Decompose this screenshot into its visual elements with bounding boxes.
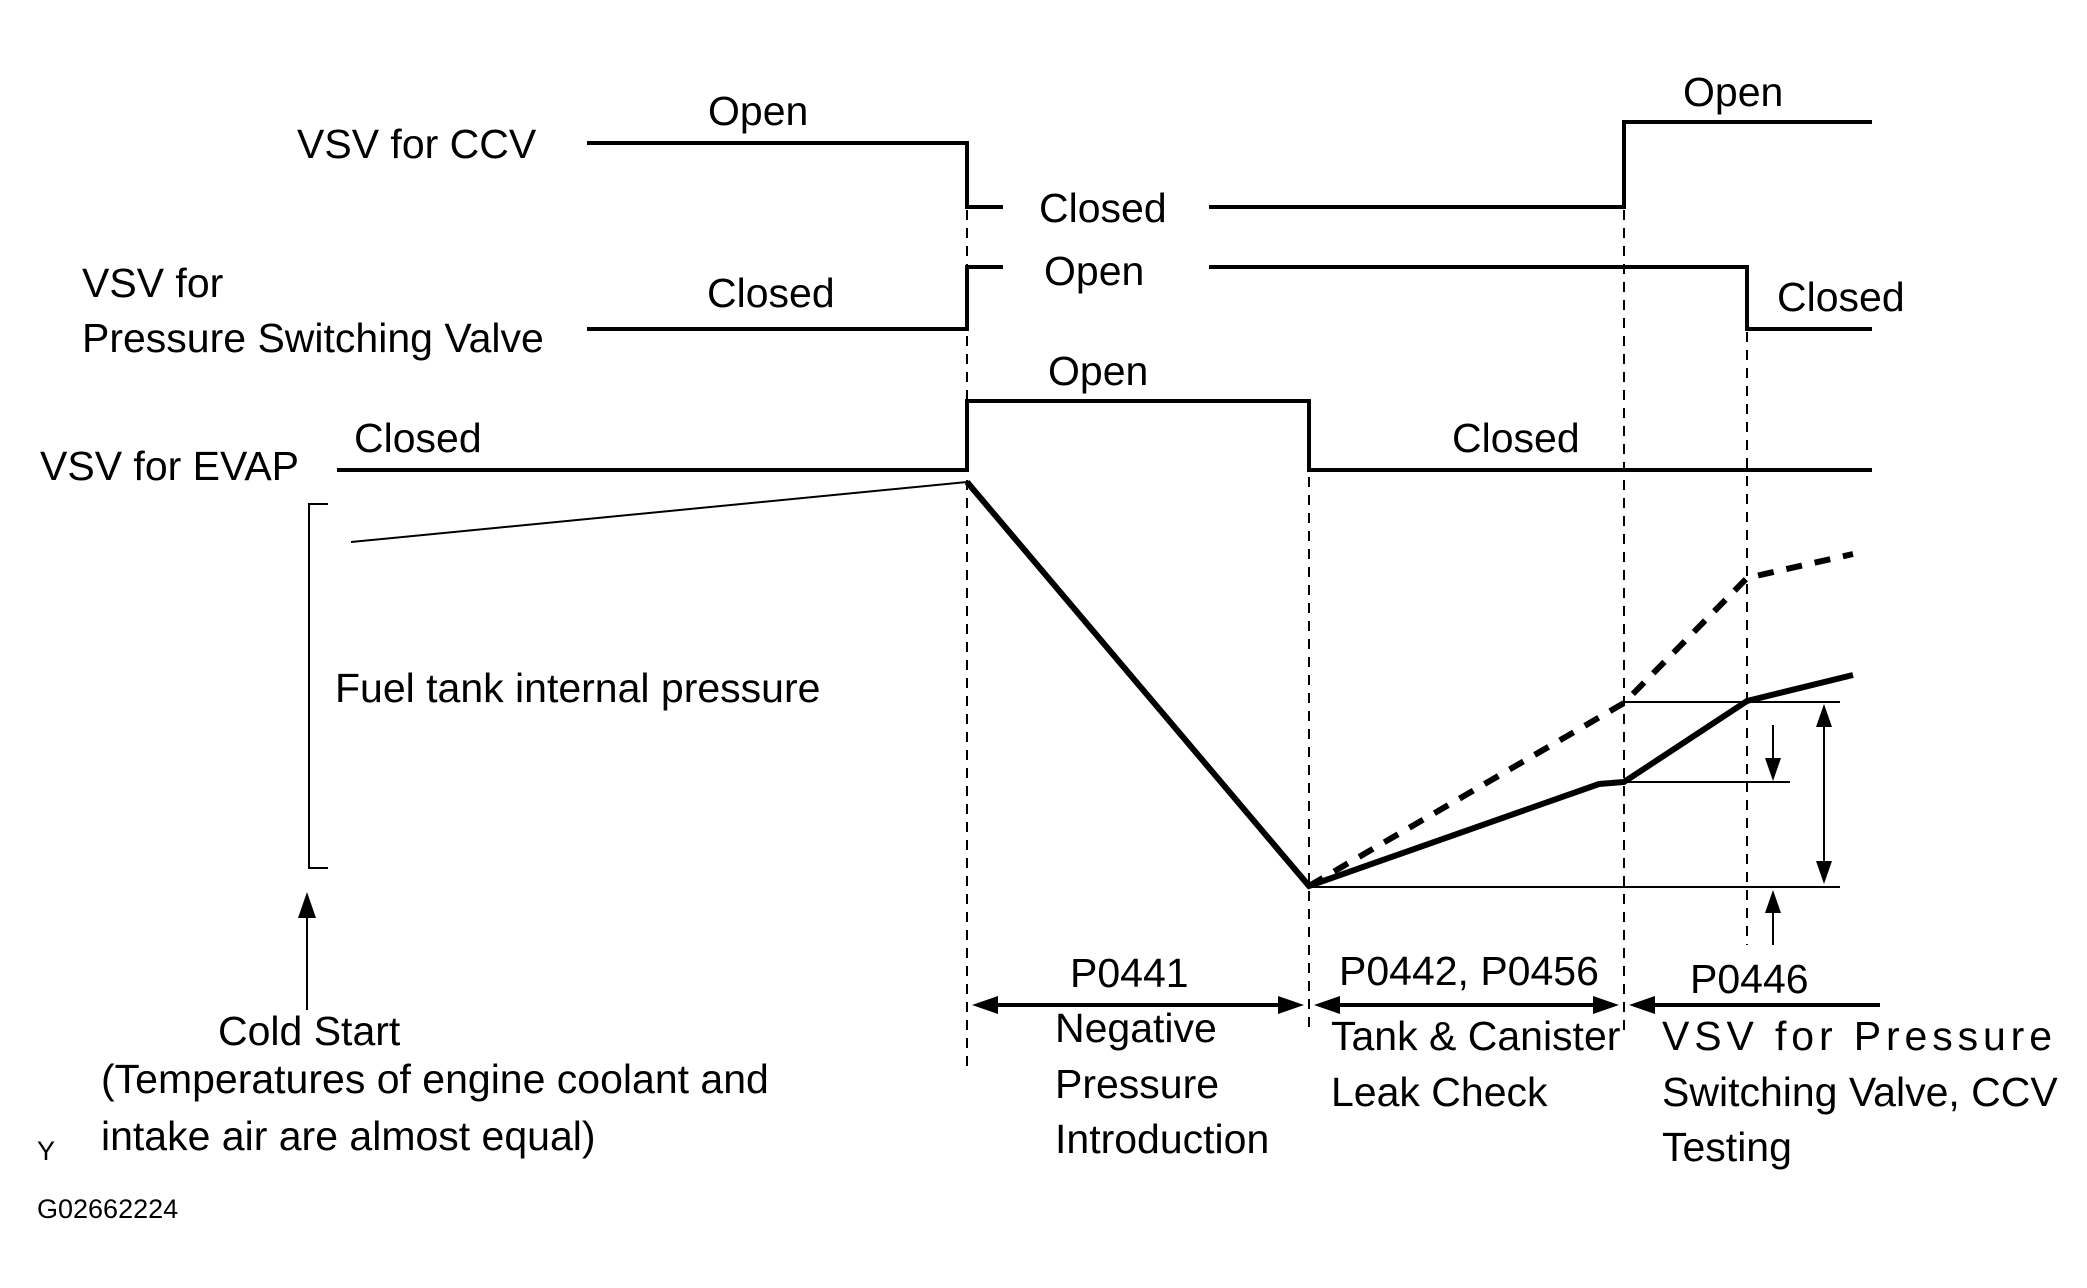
phase-p0441-line2: Pressure — [1055, 1061, 1219, 1107]
pressure-curve-solid — [964, 480, 1854, 890]
psv-state-closed-2: Closed — [1777, 274, 1905, 320]
phase-p0441-line3: Introduction — [1055, 1116, 1269, 1162]
psv-state-closed-1: Closed — [707, 270, 835, 316]
corner-mark: Y — [37, 1136, 55, 1166]
ccv-state-closed: Closed — [1039, 185, 1167, 231]
phase-p0446-line2: Switching Valve, CCV — [1662, 1069, 2058, 1115]
phase-arrow-p0446-head-left — [1629, 996, 1655, 1014]
evap-waveform — [337, 399, 1872, 472]
phase-p0442-line2: Leak Check — [1331, 1069, 1548, 1115]
figure-id: G02662224 — [37, 1194, 178, 1224]
delta-arrow-small-head — [1765, 758, 1781, 781]
phase-p0441-code: P0441 — [1070, 950, 1189, 996]
phase-p0446-line1: VSV for Pressure — [1662, 1013, 2052, 1059]
psv-waveform-right — [1209, 265, 1872, 331]
delta-arrow-large-head-top — [1816, 704, 1832, 727]
delta-arrow-bottom-head — [1765, 890, 1781, 913]
evap-state-open: Open — [1048, 348, 1148, 394]
phase-arrow-p0441-head-left — [972, 996, 998, 1014]
phase-arrow-p0442-head-right — [1593, 996, 1619, 1014]
ccv-row-label: VSV for CCV — [297, 121, 537, 167]
psv-waveform-left — [587, 265, 1003, 331]
cold-start-label: Cold Start — [218, 1008, 401, 1054]
pressure-label: Fuel tank internal pressure — [335, 665, 820, 711]
phase-p0442-line1: Tank & Canister — [1331, 1013, 1620, 1059]
phase-p0446-code: P0446 — [1690, 956, 1809, 1002]
evap-row-label: VSV for EVAP — [40, 443, 299, 489]
phase-arrow-p0441-head-right — [1278, 996, 1304, 1014]
ccv-state-open-1: Open — [708, 88, 808, 134]
psv-row-label-line2: Pressure Switching Valve — [82, 315, 544, 361]
pressure-cold-start-rise — [350, 481, 968, 543]
evap-state-closed-1: Closed — [354, 415, 482, 461]
ccv-waveform-left — [587, 141, 1003, 209]
cold-start-arrow-head — [298, 892, 316, 918]
cold-start-note-line1: (Temperatures of engine coolant and — [101, 1056, 769, 1102]
pressure-curve-dashed — [1307, 551, 1854, 889]
delta-arrow-large-head-bottom — [1816, 861, 1832, 884]
phase-p0442-code: P0442, P0456 — [1339, 948, 1599, 994]
pressure-bracket — [308, 503, 328, 869]
ccv-state-open-2: Open — [1683, 69, 1783, 115]
phase-p0441-line1: Negative — [1055, 1005, 1217, 1051]
cold-start-note-line2: intake air are almost equal) — [101, 1113, 596, 1159]
psv-state-open: Open — [1044, 248, 1144, 294]
phase-arrow-p0442-head-left — [1314, 996, 1340, 1014]
psv-row-label-line1: VSV for — [82, 260, 223, 306]
phase-p0446-line3: Testing — [1662, 1124, 1792, 1170]
evap-state-closed-2: Closed — [1452, 415, 1580, 461]
ccv-waveform-right — [1209, 120, 1872, 209]
